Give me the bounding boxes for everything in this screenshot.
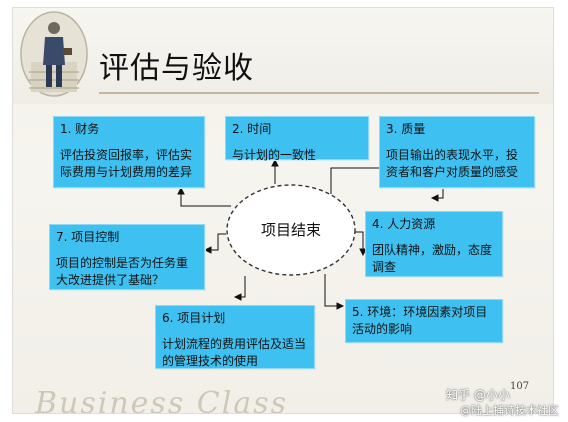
box-control: 7. 项目控制 项目的控制是否为任务重大改进提供了基础？ bbox=[49, 224, 205, 290]
title-underline bbox=[99, 92, 539, 94]
page-number: 107 bbox=[510, 381, 530, 392]
title-band bbox=[13, 8, 553, 104]
business-class-script: Business Class bbox=[35, 386, 288, 414]
box-quality-title: 3. 质量 bbox=[386, 122, 426, 136]
box-control-body: 项目的控制是否为任务重大改进提供了基础？ bbox=[56, 256, 189, 287]
box-finance: 1. 财务 评估投资回报率，评估实际费用与计划费用的差异 bbox=[53, 116, 205, 188]
box-time: 2. 时间 与计划的一致性 bbox=[225, 116, 369, 162]
center-ellipse bbox=[226, 184, 356, 276]
box-hr-body: 团队精神，激励，态度调查 bbox=[372, 243, 493, 274]
box-control-title: 7. 项目控制 bbox=[56, 230, 120, 244]
box-plan-body: 计划流程的费用评估及适当的管理技术的使用 bbox=[162, 337, 307, 368]
slide: 评估与验收 项目结束 1. 财务 bbox=[12, 7, 554, 414]
center-label: 项目结束 bbox=[261, 221, 321, 239]
box-finance-body: 评估投资回报率，评估实际费用与计划费用的差异 bbox=[60, 148, 193, 179]
box-quality-body: 项目输出的表现水平，投资者和客户对质量的感受 bbox=[386, 148, 519, 179]
business-person-logo bbox=[20, 11, 88, 97]
box-env: 5. 环境：环境因素对项目活动的影响 bbox=[345, 299, 503, 343]
box-finance-title: 1. 财务 bbox=[60, 122, 100, 136]
box-hr: 4. 人力资源 团队精神，激励，态度调查 bbox=[365, 211, 503, 277]
watermark-line2: @陆上捕诗技术社区 bbox=[460, 404, 559, 417]
box-time-body: 与计划的一致性 bbox=[232, 148, 317, 162]
box-env-title: 5. 环境：环境因素对项目活动的影响 bbox=[352, 305, 488, 336]
box-plan: 6. 项目计划 计划流程的费用评估及适当的管理技术的使用 bbox=[155, 305, 315, 369]
watermark-line1: 知乎 @小小 bbox=[446, 388, 510, 402]
box-quality: 3. 质量 项目输出的表现水平，投资者和客户对质量的感受 bbox=[379, 116, 535, 188]
connector-lines: 项目结束 bbox=[177, 158, 444, 310]
box-hr-title: 4. 人力资源 bbox=[372, 217, 436, 231]
slide-title: 评估与验收 bbox=[99, 51, 254, 86]
box-plan-title: 6. 项目计划 bbox=[162, 311, 226, 325]
box-time-title: 2. 时间 bbox=[232, 122, 272, 136]
